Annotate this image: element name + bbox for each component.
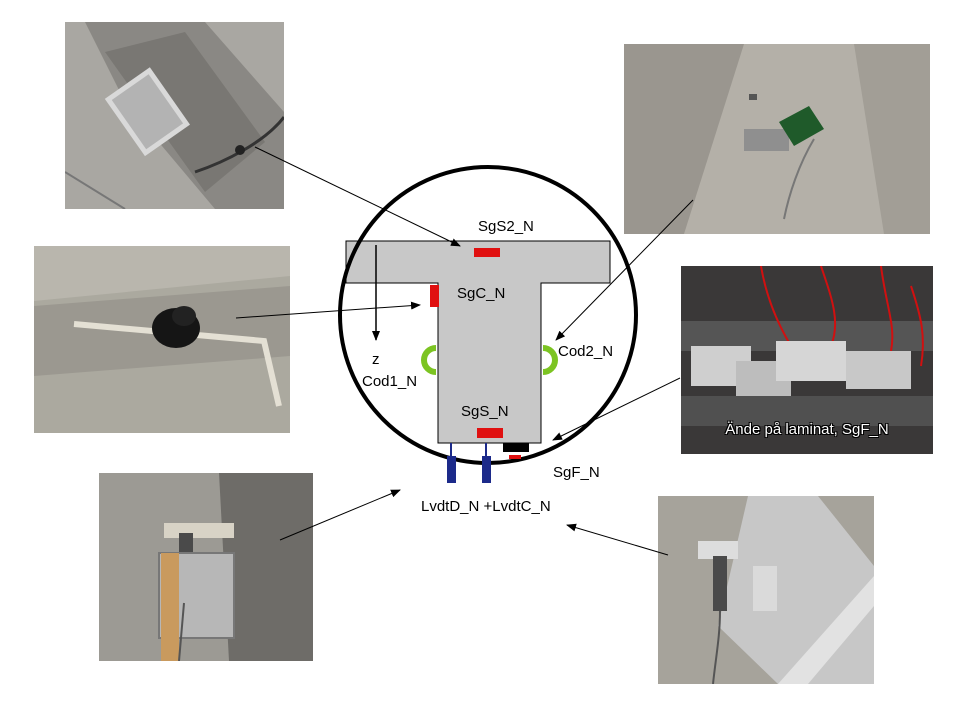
photo-lvdt-d <box>99 473 313 661</box>
photo-sgc-gauge <box>34 246 290 433</box>
label-cod1: Cod1_N <box>362 373 417 390</box>
label-sgs: SgS_N <box>461 403 509 420</box>
leader-arrow-lvdt-c <box>566 523 669 556</box>
label-sgs2: SgS2_N <box>478 218 534 235</box>
strain-gauge-sgs2 <box>474 248 500 257</box>
leader-arrow-sgf <box>552 377 681 441</box>
photo-caption-sgf: Ände på laminat, SgF_N <box>725 421 889 438</box>
leader-arrow-sgc <box>235 301 421 319</box>
label-cod2: Cod2_N <box>558 343 613 360</box>
photo-lvdt-c <box>658 496 874 684</box>
strain-gauge-sgc <box>430 285 439 307</box>
photo-sgf-laminate: Ände på laminat, SgF_N <box>681 266 933 454</box>
photo-cod2-sensor <box>624 44 930 234</box>
lvdt-d <box>447 456 456 483</box>
label-lvdt: LvdtD_N +LvdtC_N <box>421 498 551 515</box>
strain-gauge-sgf <box>509 455 521 459</box>
clip-gauge-cod2 <box>542 345 558 375</box>
sgf-block <box>503 443 529 452</box>
label-sgf: SgF_N <box>553 464 600 481</box>
leader-arrow-cod2 <box>555 199 694 341</box>
leader-arrow-sgs2 <box>254 146 461 247</box>
lvdt-c <box>482 456 491 483</box>
label-z: z <box>372 351 380 368</box>
label-sgc: SgC_N <box>457 285 505 302</box>
clip-gauge-cod1 <box>421 345 437 375</box>
photo-sgs2-gauge <box>65 22 284 209</box>
leader-arrow-lvdt-d <box>279 489 401 541</box>
strain-gauge-sgs <box>477 428 503 438</box>
